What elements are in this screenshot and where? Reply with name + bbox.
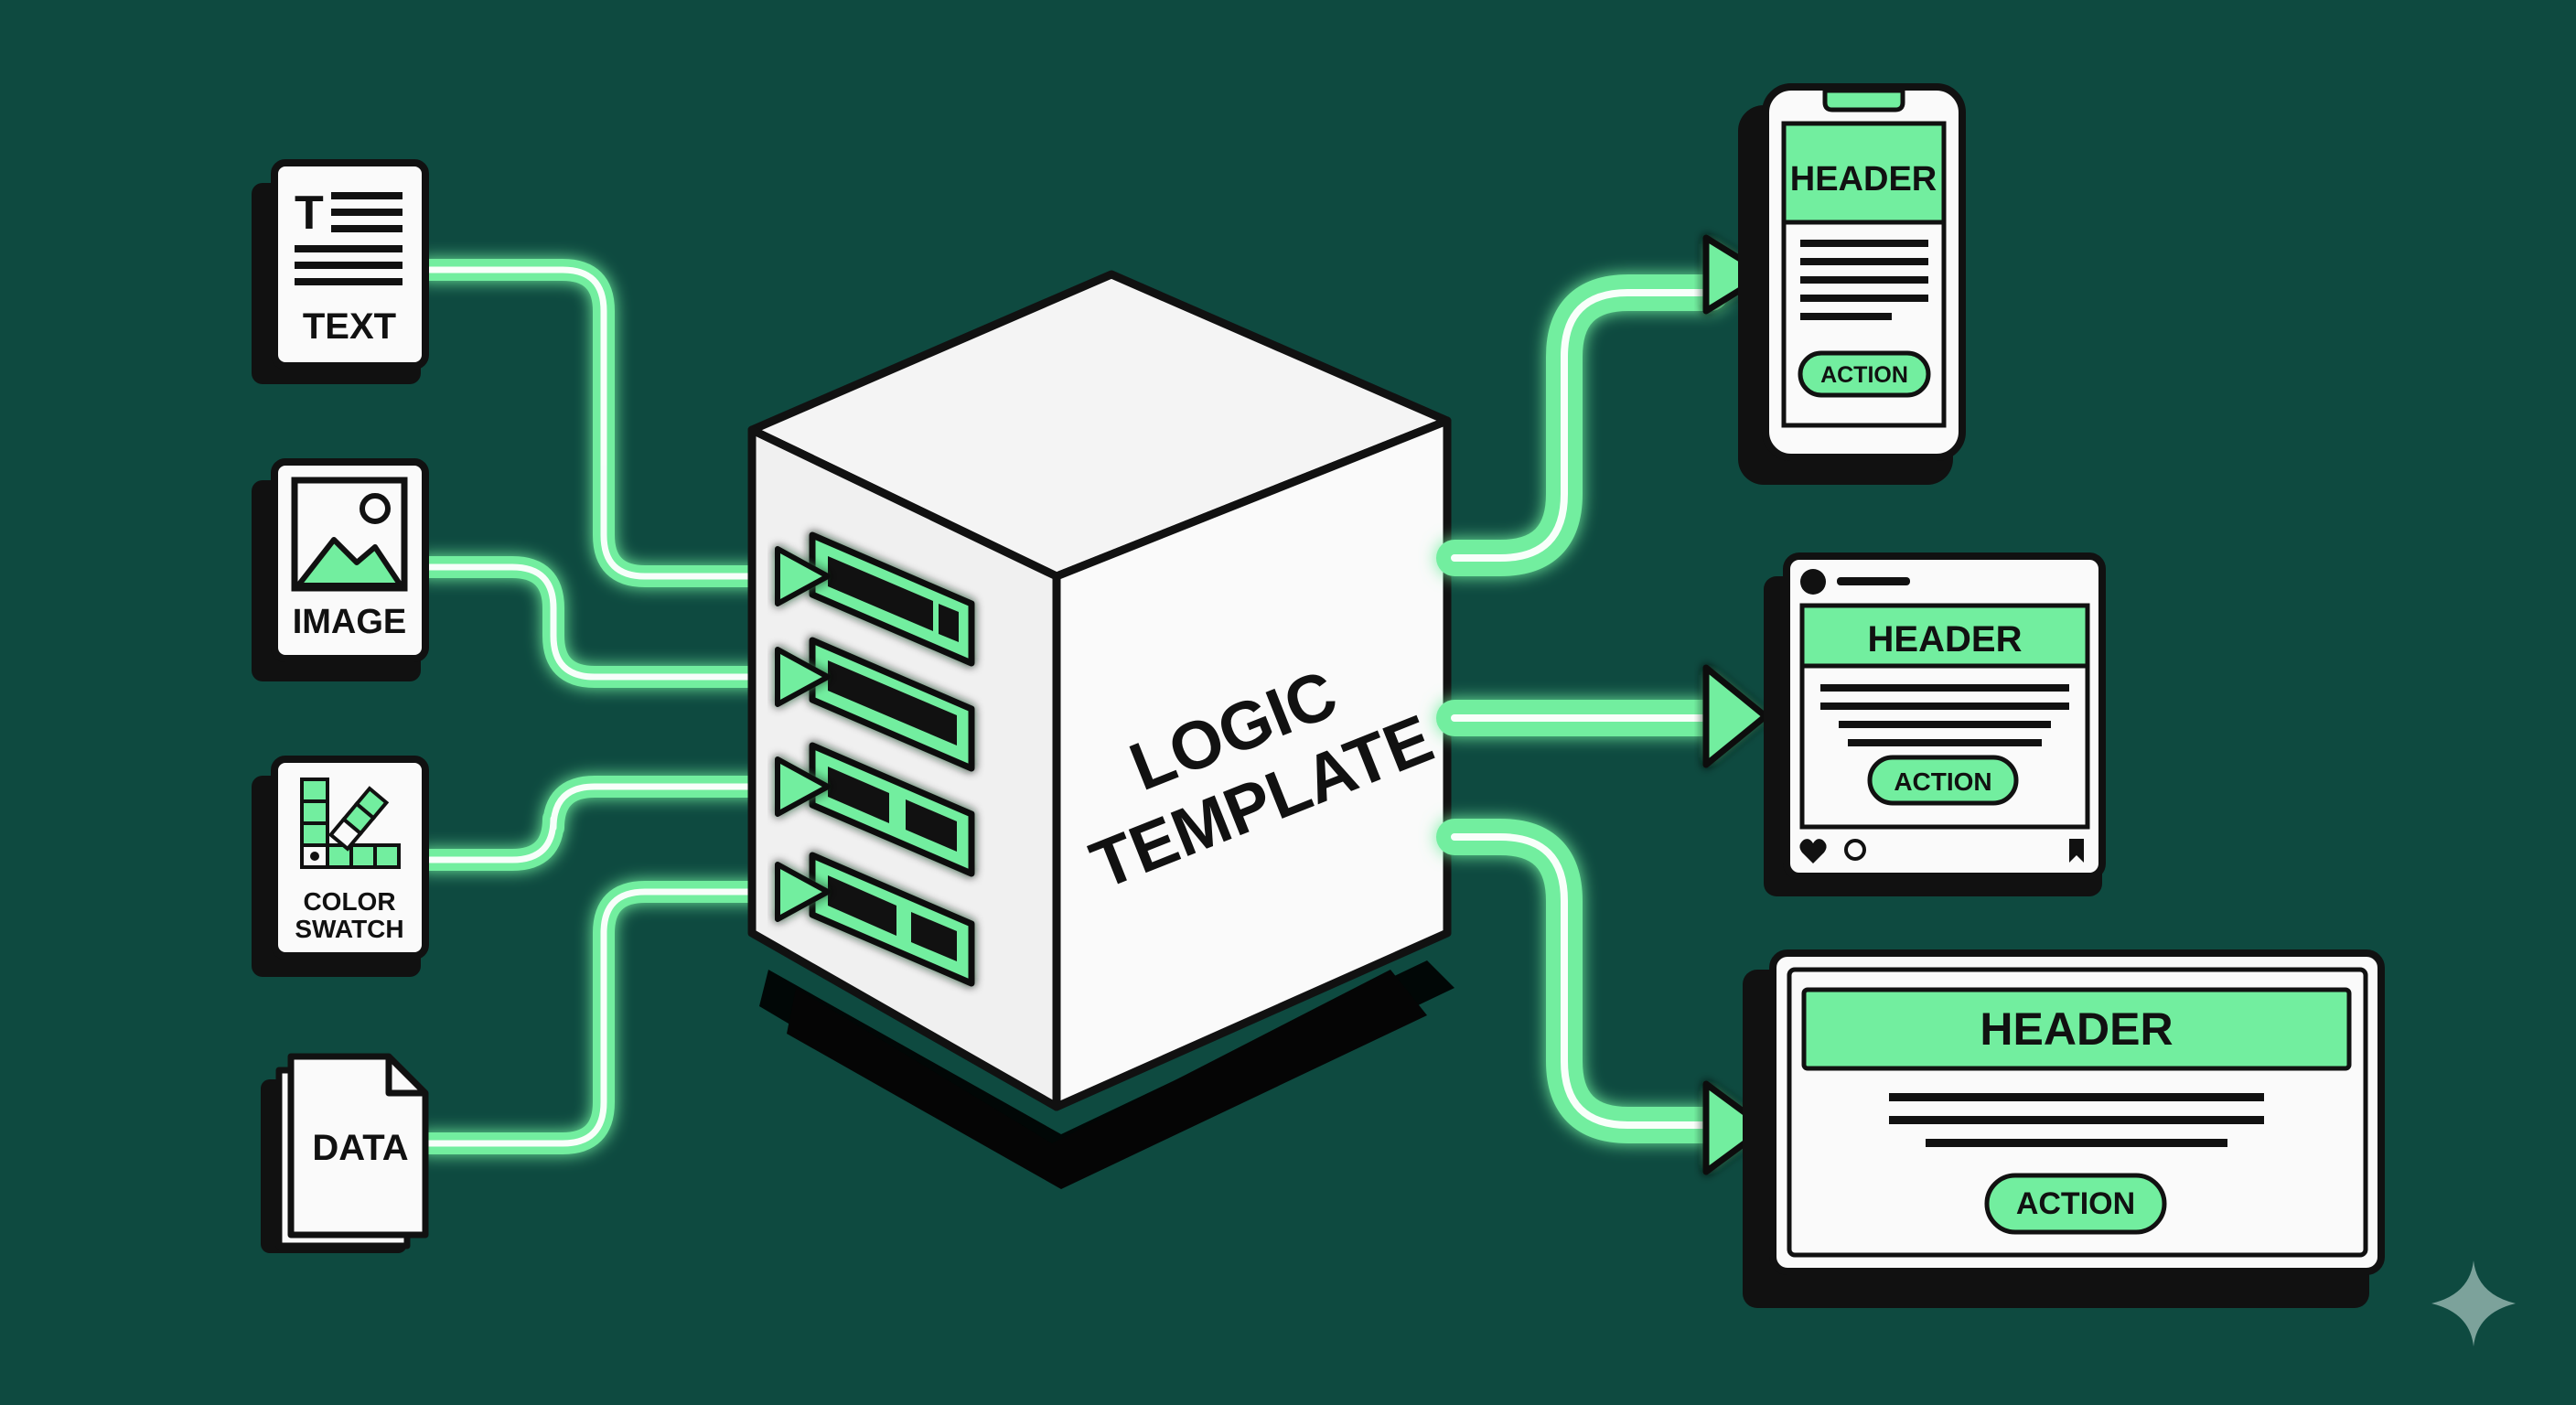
sparkle-icon bbox=[2431, 1260, 2516, 1346]
input-arrowheads bbox=[775, 546, 831, 922]
input-data-label: DATA bbox=[312, 1128, 408, 1168]
input-image-label: IMAGE bbox=[293, 603, 407, 641]
input-color-label-line2: SWATCH bbox=[295, 915, 403, 943]
output-arrowhead-mobile bbox=[1702, 234, 1769, 315]
input-color-card: COLOR SWATCH bbox=[252, 756, 429, 977]
social-header-text: HEADER bbox=[1868, 619, 2023, 660]
desktop-body-lines bbox=[1889, 1093, 2264, 1147]
input-image-card: IMAGE bbox=[252, 458, 429, 681]
logic-template-cube: LOGIC TEMPLATE bbox=[747, 270, 1454, 1189]
comment-icon bbox=[1844, 839, 1866, 861]
social-action-label: ACTION bbox=[1894, 767, 1991, 796]
social-body-lines bbox=[1820, 684, 2069, 746]
input-text-card: T TEXT bbox=[252, 159, 429, 384]
mobile-header-text: HEADER bbox=[1790, 160, 1937, 198]
desktop-action-button bbox=[1984, 1173, 2167, 1235]
bookmark-icon bbox=[2069, 839, 2084, 863]
cube-right-face bbox=[1052, 416, 1452, 1111]
svg-text:T: T bbox=[295, 187, 324, 240]
desktop-header-bar bbox=[1801, 987, 2352, 1071]
output-arrowhead-desktop bbox=[1702, 1080, 1769, 1175]
social-action-button bbox=[1867, 755, 2019, 806]
social-avatar bbox=[1800, 569, 1826, 595]
mobile-body-lines bbox=[1800, 240, 1928, 320]
social-header-bar bbox=[1799, 603, 2090, 669]
cube-input-slots bbox=[809, 531, 975, 987]
desktop-header-text: HEADER bbox=[1980, 1003, 2173, 1055]
output-social-card: HEADER ACTION bbox=[1764, 552, 2106, 896]
input-color-label-line1: COLOR bbox=[303, 887, 395, 916]
image-icon bbox=[291, 477, 408, 592]
mobile-header-bar bbox=[1781, 121, 1947, 225]
server-cube-icon bbox=[747, 270, 1452, 1111]
color-swatch-icon bbox=[300, 778, 401, 869]
input-connectors bbox=[414, 259, 798, 1154]
heart-icon bbox=[1799, 839, 1827, 863]
input-data-card: DATA bbox=[261, 1053, 429, 1253]
text-document-icon: T bbox=[295, 187, 402, 285]
output-mobile-card: HEADER ACTION bbox=[1738, 83, 1966, 485]
output-desktop-card: HEADER ACTION bbox=[1743, 949, 2385, 1308]
mobile-action-button bbox=[1798, 350, 1931, 398]
data-file-icon bbox=[385, 1056, 425, 1097]
mobile-action-label: ACTION bbox=[1820, 362, 1908, 388]
output-arrowhead-social bbox=[1702, 664, 1769, 768]
input-text-label: TEXT bbox=[303, 306, 396, 347]
output-connectors bbox=[1436, 234, 1769, 1175]
desktop-action-label: ACTION bbox=[2016, 1186, 2135, 1221]
